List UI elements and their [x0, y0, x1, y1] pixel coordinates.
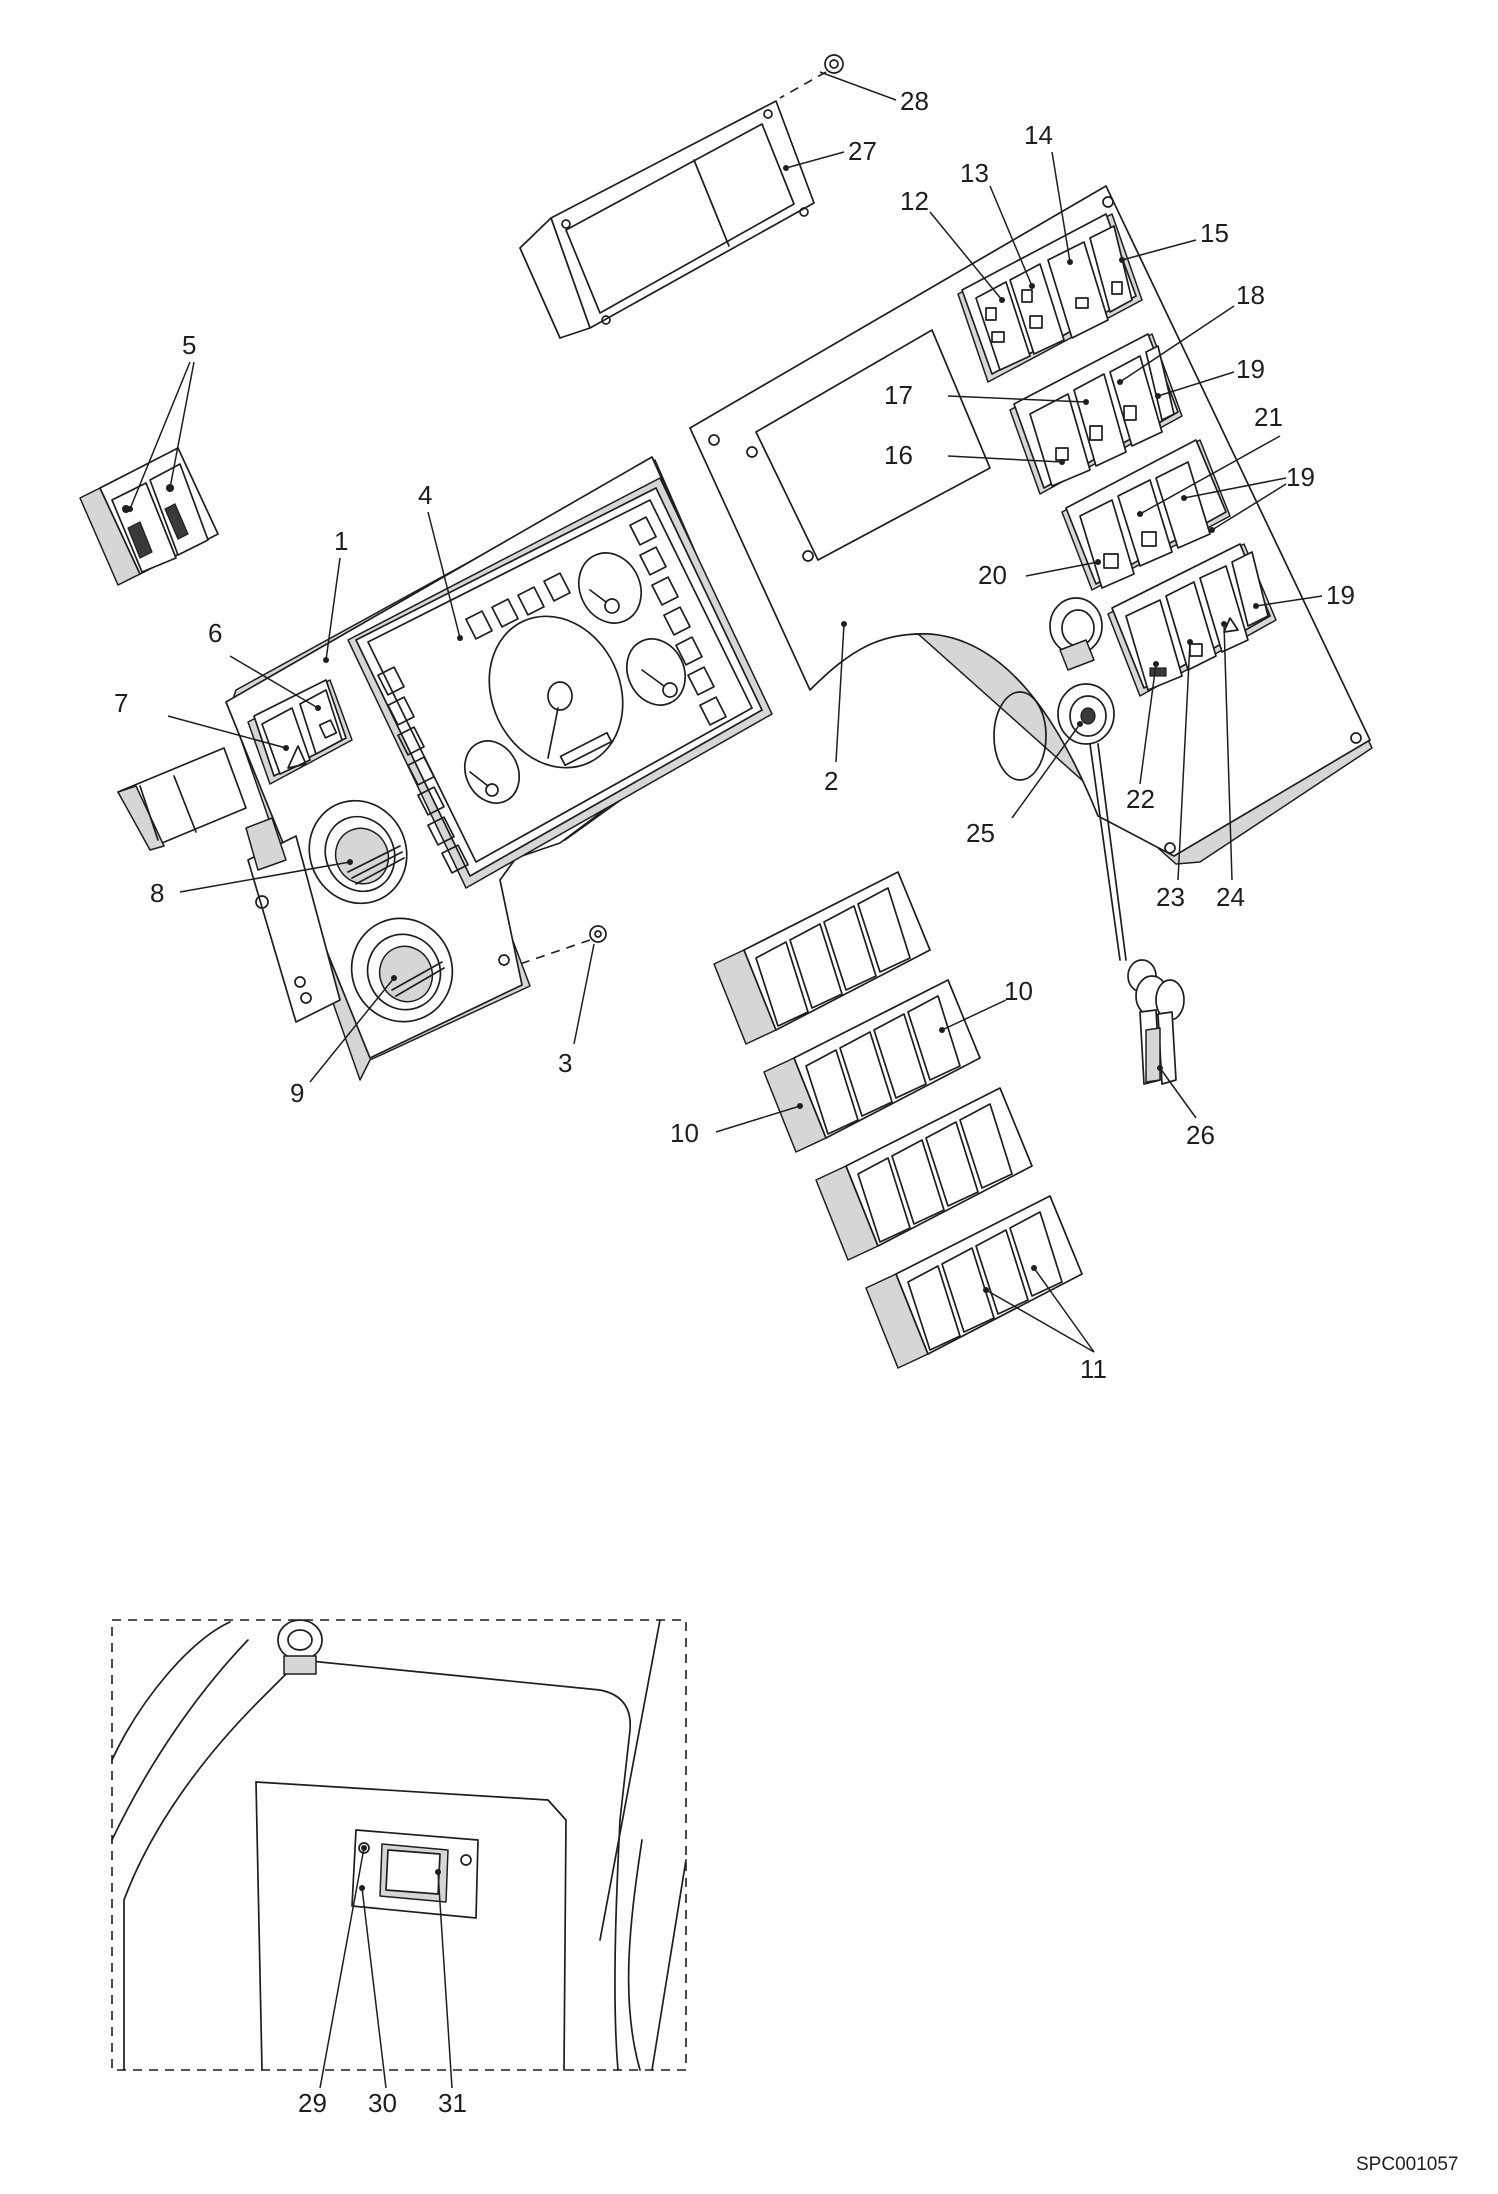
callout-21: 21: [1254, 402, 1283, 432]
switch-bank-2: [763, 979, 981, 1153]
callout-15: 15: [1200, 218, 1229, 248]
part-27-cover: [519, 100, 815, 339]
part-26-keys: [1127, 959, 1185, 1085]
switch-bank-3: [815, 1087, 1033, 1261]
callout-19b: 19: [1286, 462, 1315, 492]
switch-group-16-19: [1009, 333, 1183, 495]
callout-11: 11: [1080, 1354, 1107, 1384]
callout-20: 20: [978, 560, 1007, 590]
callout-labels: 1 2 3 4 5 6 7 8 9 10 10 11 12 13 14 15 1…: [114, 86, 1458, 2175]
part-2-side-panel: [689, 185, 1373, 961]
callout-22: 22: [1126, 784, 1155, 814]
callout-19a: 19: [1236, 354, 1265, 384]
callout-1: 1: [334, 526, 348, 556]
callout-2: 2: [824, 766, 838, 796]
part-1-dash-panel: [117, 456, 773, 1081]
switch-bank-4: [865, 1195, 1083, 1369]
gauge-speedometer: [488, 615, 624, 769]
callout-8: 8: [150, 878, 164, 908]
callout-17: 17: [884, 380, 913, 410]
drawing-code: SPC001057: [1356, 2154, 1458, 2175]
callout-5: 5: [182, 330, 196, 360]
callout-14: 14: [1024, 120, 1053, 150]
part-5-switch-pair: [79, 447, 219, 586]
gauge-bottom-left: [463, 740, 521, 804]
part-25-ignition: [1049, 597, 1127, 961]
part-10-11-switch-banks: [713, 871, 1083, 1369]
gauge-bottom-right: [625, 638, 687, 706]
callout-13: 13: [960, 158, 989, 188]
lever-bracket: [117, 747, 341, 1023]
callout-30: 30: [368, 2088, 397, 2118]
callout-24: 24: [1216, 882, 1245, 912]
cluster-right-indicators: [629, 516, 727, 726]
gauge-top-right: [577, 552, 643, 624]
callout-27: 27: [848, 136, 877, 166]
part-3-screw: [519, 925, 607, 965]
callout-4: 4: [418, 480, 432, 510]
part-6-7-switches: [247, 679, 353, 785]
part-28-screw: [779, 54, 844, 99]
cluster-top-indicators: [465, 572, 571, 640]
callout-6: 6: [208, 618, 222, 648]
callout-10b: 10: [670, 1118, 699, 1148]
callout-18: 18: [1236, 280, 1265, 310]
callout-25: 25: [966, 818, 995, 848]
callout-3: 3: [558, 1048, 572, 1078]
part-9-knob: [350, 917, 454, 1023]
leader-lines: [127, 71, 1323, 2089]
switch-bank-1: [713, 871, 931, 1045]
callout-16: 16: [884, 440, 913, 470]
callout-28: 28: [900, 86, 929, 116]
callout-12: 12: [900, 186, 929, 216]
cluster-left-indicators: [377, 666, 469, 874]
switch-group-22-24: [1107, 543, 1277, 697]
callout-31: 31: [438, 2088, 467, 2118]
callout-10a: 10: [1004, 976, 1033, 1006]
callout-23: 23: [1156, 882, 1185, 912]
switch-group-12-15: [957, 213, 1143, 383]
switch-group-19-21: [1061, 439, 1231, 591]
callout-26: 26: [1186, 1120, 1215, 1150]
callout-19c: 19: [1326, 580, 1355, 610]
callout-7: 7: [114, 688, 128, 718]
callout-9: 9: [290, 1078, 304, 1108]
detail-view-29-31: [111, 1619, 687, 2071]
callout-29: 29: [298, 2088, 327, 2118]
part-8-knob: [308, 799, 408, 905]
